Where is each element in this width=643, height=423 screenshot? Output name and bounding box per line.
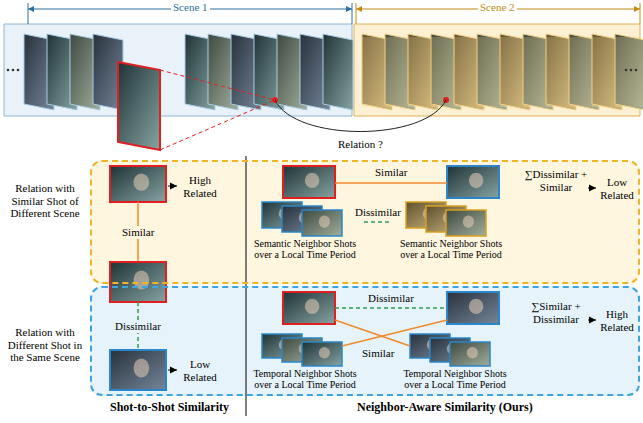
shot-image <box>446 210 486 236</box>
shot-face <box>319 215 330 227</box>
row-label: Relation with Different Shot in the Same… <box>2 326 88 364</box>
shot-image <box>110 350 166 390</box>
annotation-label: Low Related <box>179 358 221 383</box>
shot-face <box>463 215 474 227</box>
shot-image <box>447 292 499 324</box>
scene-volume <box>354 24 640 116</box>
link-line <box>168 370 177 371</box>
annotation-label: High Related <box>179 174 221 199</box>
group-caption: Semantic Neighbor Shots over a Local Tim… <box>246 238 364 260</box>
edge-connector <box>364 221 392 223</box>
shot-face <box>305 299 320 314</box>
annotation-label: Low Related <box>597 176 637 201</box>
panel-ground <box>90 286 640 396</box>
neighbor-shot-group: Semantic Neighbor Shots over a Local Tim… <box>246 200 364 261</box>
ellipsis-dot <box>630 69 633 72</box>
ellipsis-dot <box>12 69 15 72</box>
annotation-label: ∑Similar + Dissimilar <box>524 300 588 325</box>
selected-frame <box>118 62 160 150</box>
shot-image <box>110 166 166 202</box>
shot-image <box>447 166 499 198</box>
panel-ground <box>90 160 640 284</box>
shot-image <box>283 292 335 324</box>
shot-image <box>283 166 335 198</box>
link-line <box>335 307 447 309</box>
annotation-label: High Related <box>597 308 637 333</box>
annotation-label: Dissimilar <box>366 292 416 305</box>
frame-tint <box>615 37 643 107</box>
row-label: Relation with Similar Shot of Different … <box>2 182 88 220</box>
shot-face <box>467 347 478 359</box>
annotation-label: Similar <box>360 347 396 360</box>
shot-image <box>450 342 490 366</box>
ellipsis-dot <box>17 69 20 72</box>
ellipsis-dot <box>625 69 628 72</box>
shot-image <box>302 210 342 236</box>
link-line <box>335 320 410 346</box>
shot-face <box>134 358 150 377</box>
link-line <box>160 70 275 100</box>
annotation-label: Scene 2 <box>478 1 517 14</box>
shot-image <box>302 342 342 366</box>
link-line <box>352 3 353 24</box>
neighbor-shot-group: Temporal Neighbor Shots over a Local Tim… <box>396 332 514 391</box>
annotation-label: Relation ? <box>338 138 383 151</box>
neighbor-shot-group: Semantic Neighbor Shots over a Local Tim… <box>392 200 510 261</box>
link-line <box>640 3 641 24</box>
link-line <box>168 186 177 187</box>
link-line <box>28 3 29 24</box>
shot-face <box>469 173 484 188</box>
shot-face <box>305 173 320 188</box>
annotation-label: Shot-to-Shot Similarity <box>110 401 229 415</box>
annotation-label: Neighbor-Aware Similarity (Ours) <box>357 401 533 415</box>
annotation-label: Similar <box>373 166 409 179</box>
group-caption: Temporal Neighbor Shots over a Local Tim… <box>396 368 514 390</box>
film-frame <box>615 34 643 110</box>
annotation-label: Scene 1 <box>171 1 210 14</box>
link-line <box>356 3 357 24</box>
edge-label: Dissimilar <box>353 206 403 219</box>
link-line <box>588 188 596 189</box>
link-line <box>335 182 447 184</box>
link-line <box>342 320 447 346</box>
shot-face <box>134 174 150 191</box>
link-line <box>588 320 596 321</box>
shot-image <box>110 262 166 302</box>
shot-face <box>319 347 330 359</box>
link-line <box>160 100 275 150</box>
annotation-label: Dissimilar <box>113 320 163 333</box>
relation-curve <box>275 100 446 132</box>
scene-volume <box>4 24 352 116</box>
ellipsis-dot <box>7 69 10 72</box>
neighbor-shot-group: Temporal Neighbor Shots over a Local Tim… <box>246 332 364 391</box>
film-frame <box>323 34 353 110</box>
group-caption: Semantic Neighbor Shots over a Local Tim… <box>392 238 510 260</box>
annotation-label: ∑Dissimilar + Similar <box>524 168 588 193</box>
annotation-label: Similar <box>120 226 156 239</box>
shot-face <box>469 299 484 314</box>
ellipsis-dot <box>635 69 638 72</box>
group-caption: Temporal Neighbor Shots over a Local Tim… <box>246 368 364 390</box>
